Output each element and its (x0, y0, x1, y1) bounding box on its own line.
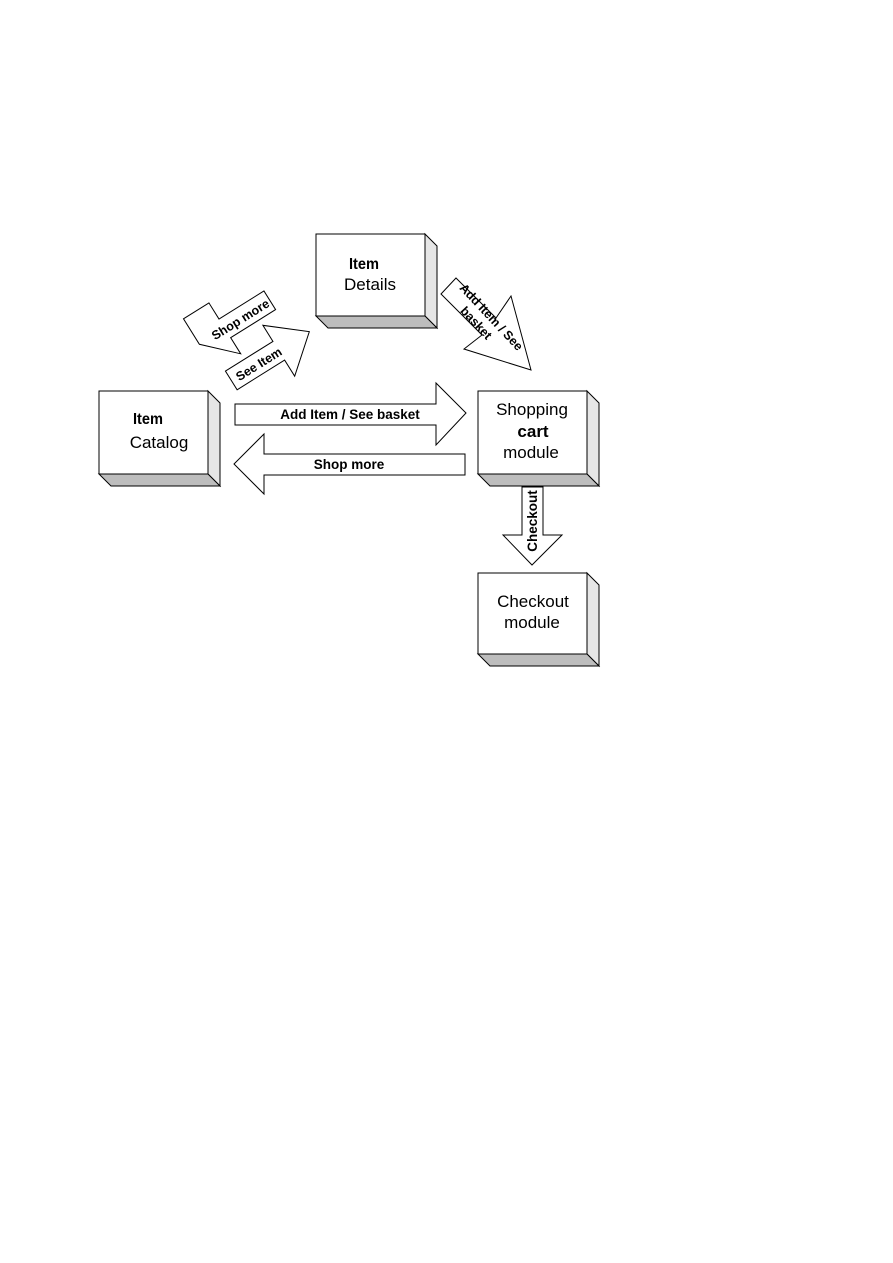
checkout-module-node: Checkout module (476, 571, 601, 668)
checkout-arrow-label: Checkout (525, 490, 540, 552)
item-catalog-node: Item Catalog (97, 389, 222, 488)
shop-more-horizontal-label: Shop more (314, 457, 385, 472)
shopping-cart-line3: module (503, 443, 559, 462)
item-catalog-line1: Item (133, 411, 163, 428)
shopping-cart-line1: Shopping (496, 400, 568, 419)
add-item-see-basket-label: Add Item / See basket (280, 407, 420, 422)
shopping-cart-line2: cart (517, 422, 549, 441)
add-item-see-basket-arrow: Add Item / See basket (234, 381, 467, 447)
shop-more-horizontal-arrow: Shop more (233, 432, 466, 496)
checkout-module-line2: module (504, 613, 560, 632)
item-details-node: Item Details (314, 232, 439, 330)
item-details-line1: Item (349, 256, 379, 273)
item-catalog-line2: Catalog (130, 433, 189, 452)
checkout-arrow: Checkout (501, 486, 564, 566)
add-item-diagonal-arrow: Add Item / See basket (440, 277, 532, 371)
item-details-line2: Details (344, 275, 396, 294)
checkout-module-line1: Checkout (497, 592, 569, 611)
shopping-cart-node: Shopping cart module (476, 389, 601, 488)
